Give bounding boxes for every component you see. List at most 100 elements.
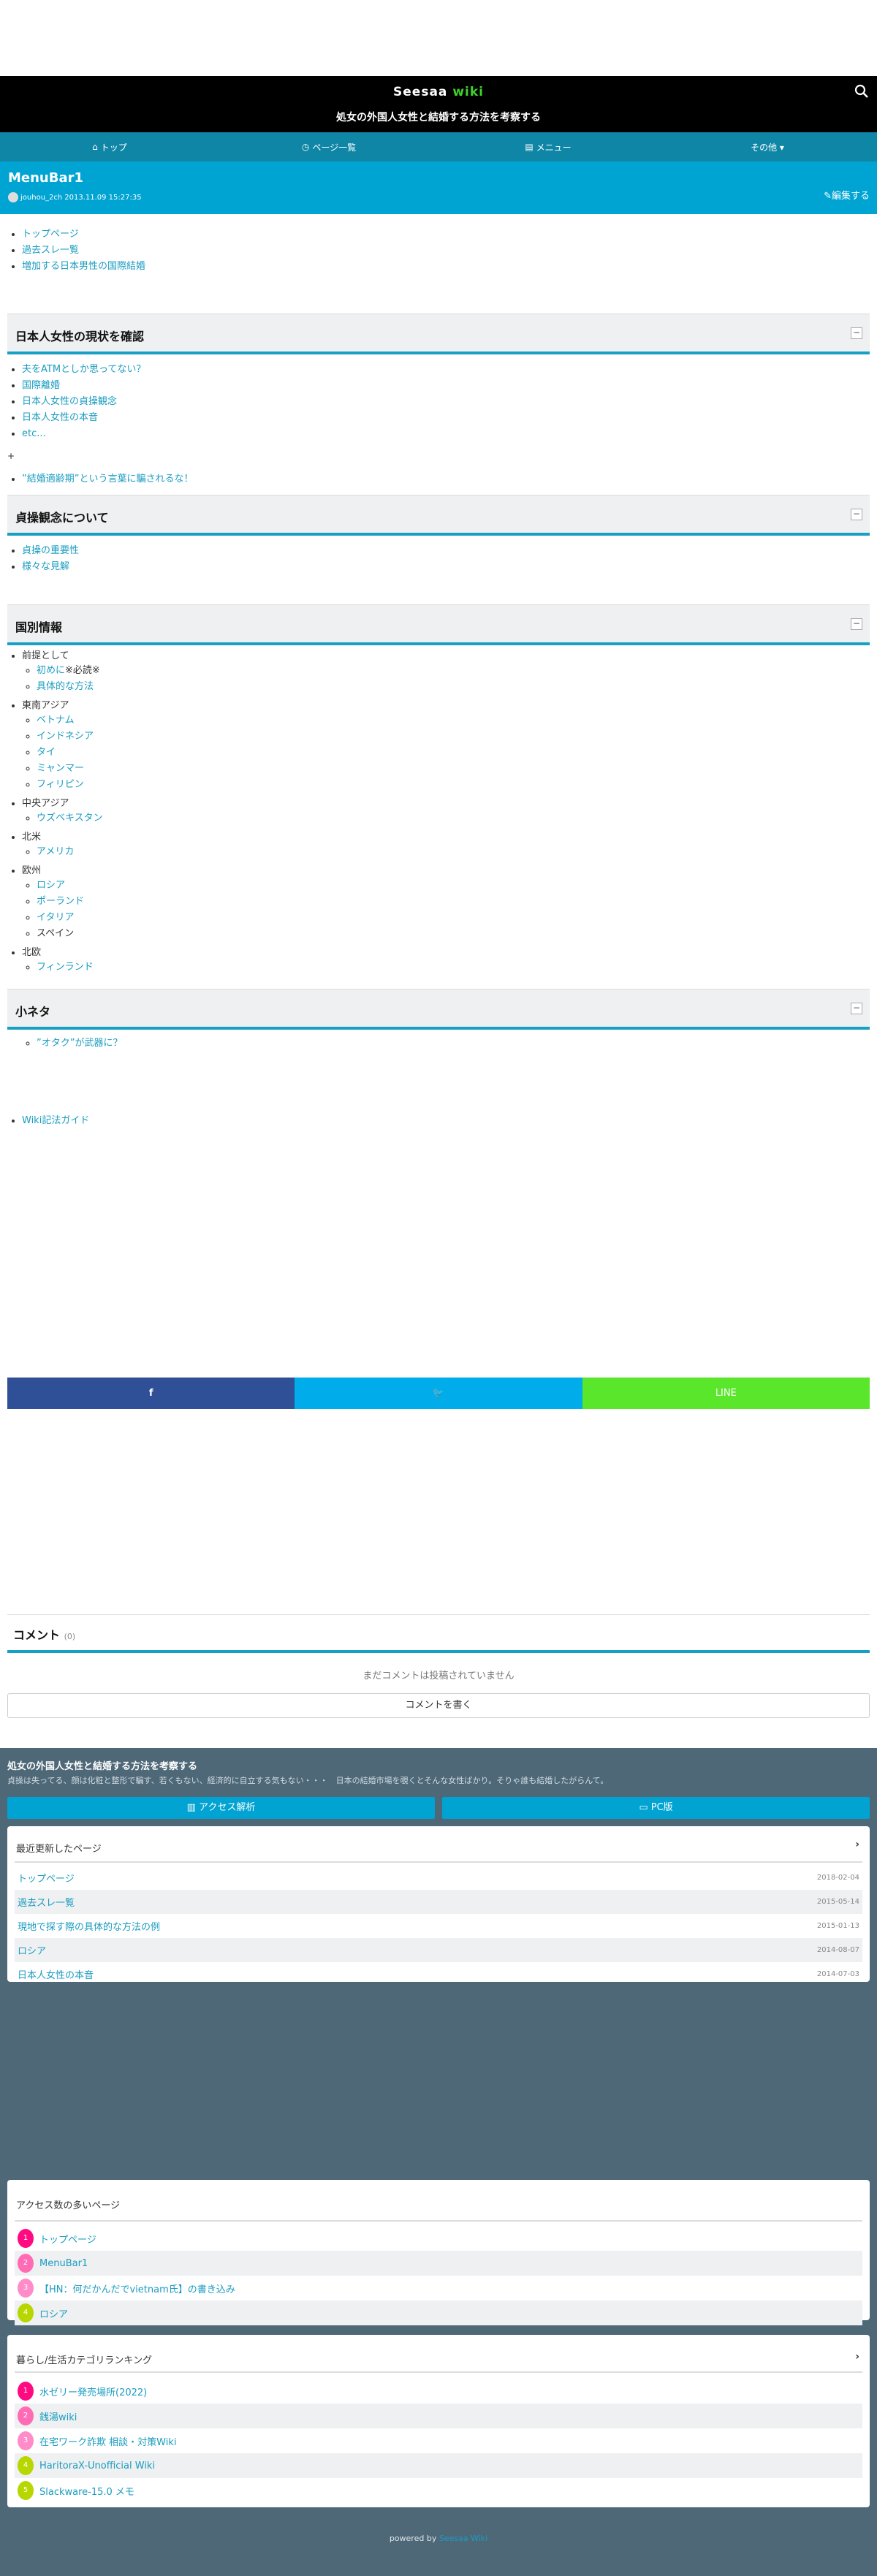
ranking-link[interactable]: MenuBar1 bbox=[39, 2257, 88, 2269]
ranking-link[interactable]: 銭湯wiki bbox=[39, 2412, 77, 2423]
link-intl-marriage[interactable]: 増加する日本男性の国際結婚 bbox=[22, 261, 146, 272]
ranking-link[interactable]: ロシア bbox=[39, 2309, 69, 2320]
site-logo[interactable]: Seesaa wiki bbox=[393, 85, 484, 99]
ranking-link[interactable]: 在宅ワーク詐欺 相談・対策Wiki bbox=[39, 2436, 177, 2448]
country-label: スペイン bbox=[37, 928, 75, 939]
ranking-row: 1 水ゼリー発売場所(2022) bbox=[15, 2379, 862, 2404]
rank-badge: 1 bbox=[18, 2382, 34, 2401]
region-group: 中央アジアウズベキスタン bbox=[22, 797, 870, 827]
country-link[interactable]: インドネシア bbox=[37, 731, 94, 742]
list-item-link[interactable]: ”結婚適齢期”という言葉に騙されるな！ bbox=[22, 474, 194, 485]
ranking-link[interactable]: Slackware-15.0 メモ bbox=[39, 2486, 134, 2498]
list-item-link[interactable]: 日本人女性の貞操観念 bbox=[22, 396, 118, 407]
seesaa-wiki-link[interactable]: Seesaa Wiki bbox=[438, 2534, 488, 2543]
footer-title[interactable]: 処女の外国人女性と結婚する方法を考察する bbox=[7, 1761, 198, 1772]
country-link[interactable]: イタリア bbox=[37, 912, 75, 923]
country-link[interactable]: フィリピン bbox=[37, 779, 84, 790]
chevron-right-icon[interactable]: › bbox=[855, 1839, 859, 1850]
section-header: 日本人女性の現状を確認− bbox=[7, 314, 870, 354]
ranking-link[interactable]: 水ゼリー発売場所(2022) bbox=[39, 2387, 148, 2398]
country-link[interactable]: 初めに bbox=[37, 665, 66, 676]
region-group: 欧州ロシアポーランドイタリアスペイン bbox=[22, 865, 870, 942]
updated-date: 2015-01-13 bbox=[816, 1922, 859, 1930]
list-item-link[interactable]: 夫をATMとしか思ってない？ bbox=[22, 364, 146, 375]
recent-page-link[interactable]: 現地で探す際の具体的な方法の例 bbox=[18, 1922, 161, 1933]
page-content: トップページ 過去スレ一覧 増加する日本男性の国際結婚 日本人女性の現状を確認−… bbox=[0, 227, 877, 1129]
list-item-link[interactable]: etc... bbox=[22, 428, 46, 439]
collapse-toggle[interactable]: − bbox=[851, 1003, 862, 1014]
country-link[interactable]: 具体的な方法 bbox=[37, 681, 94, 692]
list-item-link[interactable]: 国際離婚 bbox=[22, 380, 61, 391]
ranking-link[interactable]: HaritoraX-Unofficial Wiki bbox=[39, 2460, 156, 2471]
updated-time: 2013.11.09 15:27:35 bbox=[64, 193, 142, 202]
plus-marker: + bbox=[7, 451, 15, 461]
collapse-toggle[interactable]: − bbox=[851, 327, 862, 339]
section-header: 貞操観念について− bbox=[7, 495, 870, 536]
country-link[interactable]: ベトナム bbox=[37, 715, 75, 726]
card-title: 暮らし/生活カテゴリランキング bbox=[16, 2355, 152, 2366]
footer: 処女の外国人女性と結婚する方法を考察する 貞操は失ってる、顔は化粧と整形で騙す、… bbox=[0, 1748, 877, 2576]
recent-page-row: 日本人女性の本音 2014-07-03 bbox=[15, 1962, 862, 1986]
pc-version-button[interactable]: ▭ PC版 bbox=[442, 1797, 870, 1819]
country-list: 前提として初めに※必読※具体的な方法東南アジアベトナムインドネシアタイミャンマー… bbox=[7, 650, 870, 976]
region-group: 北欧フィンランド bbox=[22, 946, 870, 976]
country-link[interactable]: アメリカ bbox=[37, 846, 75, 857]
line-share-button[interactable]: LINE bbox=[582, 1378, 870, 1409]
link-top-page[interactable]: トップページ bbox=[22, 229, 79, 240]
country-link[interactable]: ポーランド bbox=[37, 896, 85, 907]
region-label: 前提として bbox=[22, 650, 69, 661]
twitter-share-button[interactable]: 🐦 bbox=[295, 1378, 582, 1409]
recent-page-link[interactable]: 日本人女性の本音 bbox=[18, 1970, 94, 1981]
country-link[interactable]: ロシア bbox=[37, 880, 66, 891]
country-link[interactable]: タイ bbox=[37, 747, 56, 758]
list-item-link[interactable]: 貞操の重要性 bbox=[22, 545, 80, 556]
comments-heading: コメント (0) bbox=[7, 1615, 870, 1653]
site-header: Seesaa wiki 処女の外国人女性と結婚する方法を考察する bbox=[0, 76, 877, 132]
rank-badge: 3 bbox=[18, 2279, 34, 2298]
country-link[interactable]: ウズベキスタン bbox=[37, 813, 103, 824]
collapse-toggle[interactable]: − bbox=[851, 509, 862, 520]
list-item-link[interactable]: ”オタク”が武器に？ bbox=[37, 1038, 123, 1049]
list-item-link[interactable]: 様々な見解 bbox=[22, 561, 70, 572]
link-past-threads[interactable]: 過去スレ一覧 bbox=[22, 245, 80, 256]
wiki-guide-link[interactable]: Wiki記法ガイド bbox=[22, 1115, 90, 1126]
main-nav: ⌂トップ ◷ページ一覧 ▤メニュー その他 ▾ bbox=[0, 132, 877, 162]
site-title[interactable]: 処女の外国人女性と結婚する方法を考察する bbox=[336, 112, 541, 124]
facebook-share-button[interactable]: f bbox=[7, 1378, 295, 1409]
page-title: MenuBar1 bbox=[8, 170, 84, 186]
updated-date: 2014-07-03 bbox=[816, 1970, 859, 1978]
ranking-link[interactable]: トップページ bbox=[39, 2234, 96, 2246]
write-comment-button[interactable]: コメントを書く bbox=[7, 1693, 870, 1718]
edit-button[interactable]: ✎編集する bbox=[824, 191, 870, 202]
chevron-right-icon[interactable]: › bbox=[855, 2351, 859, 2363]
nav-top[interactable]: ⌂トップ bbox=[92, 142, 127, 153]
list-item-link[interactable]: 日本人女性の本音 bbox=[22, 412, 99, 423]
rank-badge: 4 bbox=[18, 2456, 34, 2475]
recent-page-link[interactable]: 過去スレ一覧 bbox=[18, 1898, 75, 1909]
rank-badge: 1 bbox=[18, 2229, 34, 2248]
region-label: 北欧 bbox=[22, 947, 42, 958]
share-bar: f 🐦 LINE bbox=[7, 1378, 870, 1409]
search-icon[interactable] bbox=[854, 83, 870, 99]
collapse-toggle[interactable]: − bbox=[851, 618, 862, 630]
country-link[interactable]: ミャンマー bbox=[37, 763, 85, 774]
section-header: 小ネタ− bbox=[7, 989, 870, 1030]
document-icon: ▤ bbox=[525, 142, 534, 152]
nav-menu[interactable]: ▤メニュー bbox=[525, 142, 572, 153]
country-link[interactable]: フィンランド bbox=[37, 962, 94, 973]
recent-page-link[interactable]: トップページ bbox=[18, 1874, 75, 1885]
nav-more[interactable]: その他 ▾ bbox=[751, 142, 784, 153]
recent-page-link[interactable]: ロシア bbox=[18, 1946, 47, 1957]
ranking-link[interactable]: 【HN：何だかんだでvietnam氏】の書き込み bbox=[39, 2284, 235, 2295]
region-group: 北米アメリカ bbox=[22, 831, 870, 860]
author[interactable]: jouhou_2ch bbox=[20, 193, 63, 202]
nav-page-list[interactable]: ◷ページ一覧 bbox=[301, 142, 357, 153]
analytics-button[interactable]: ▥ アクセス解析 bbox=[7, 1797, 435, 1819]
